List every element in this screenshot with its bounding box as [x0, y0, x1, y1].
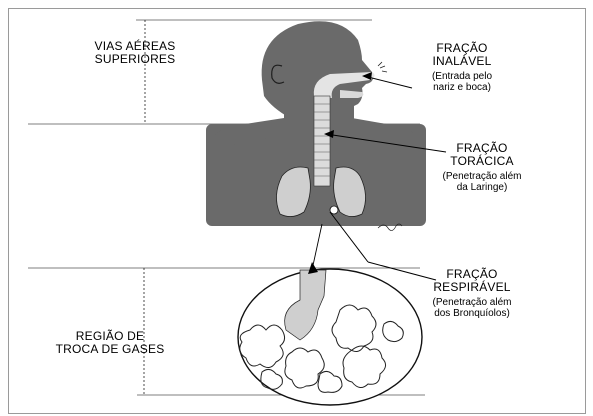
label-respirable-fraction: FRAÇÃO RESPIRÁVEL (Penetração além dos B… [410, 268, 534, 319]
alveoli-magnified [238, 269, 422, 405]
label-thoracic-fraction: FRAÇÃO TORÁCICA (Penetração além da Lari… [420, 142, 544, 193]
trachea [314, 96, 330, 186]
label-upper-airways: VIAS AÉREAS SUPERIORES [60, 40, 210, 67]
label-gas-exchange-region: REGIÃO DE TROCA DE GASES [40, 330, 180, 357]
particle-icon [378, 62, 387, 72]
label-inhalable-fraction: FRAÇÃO INALÁVEL (Entrada pelo nariz e bo… [400, 42, 524, 93]
